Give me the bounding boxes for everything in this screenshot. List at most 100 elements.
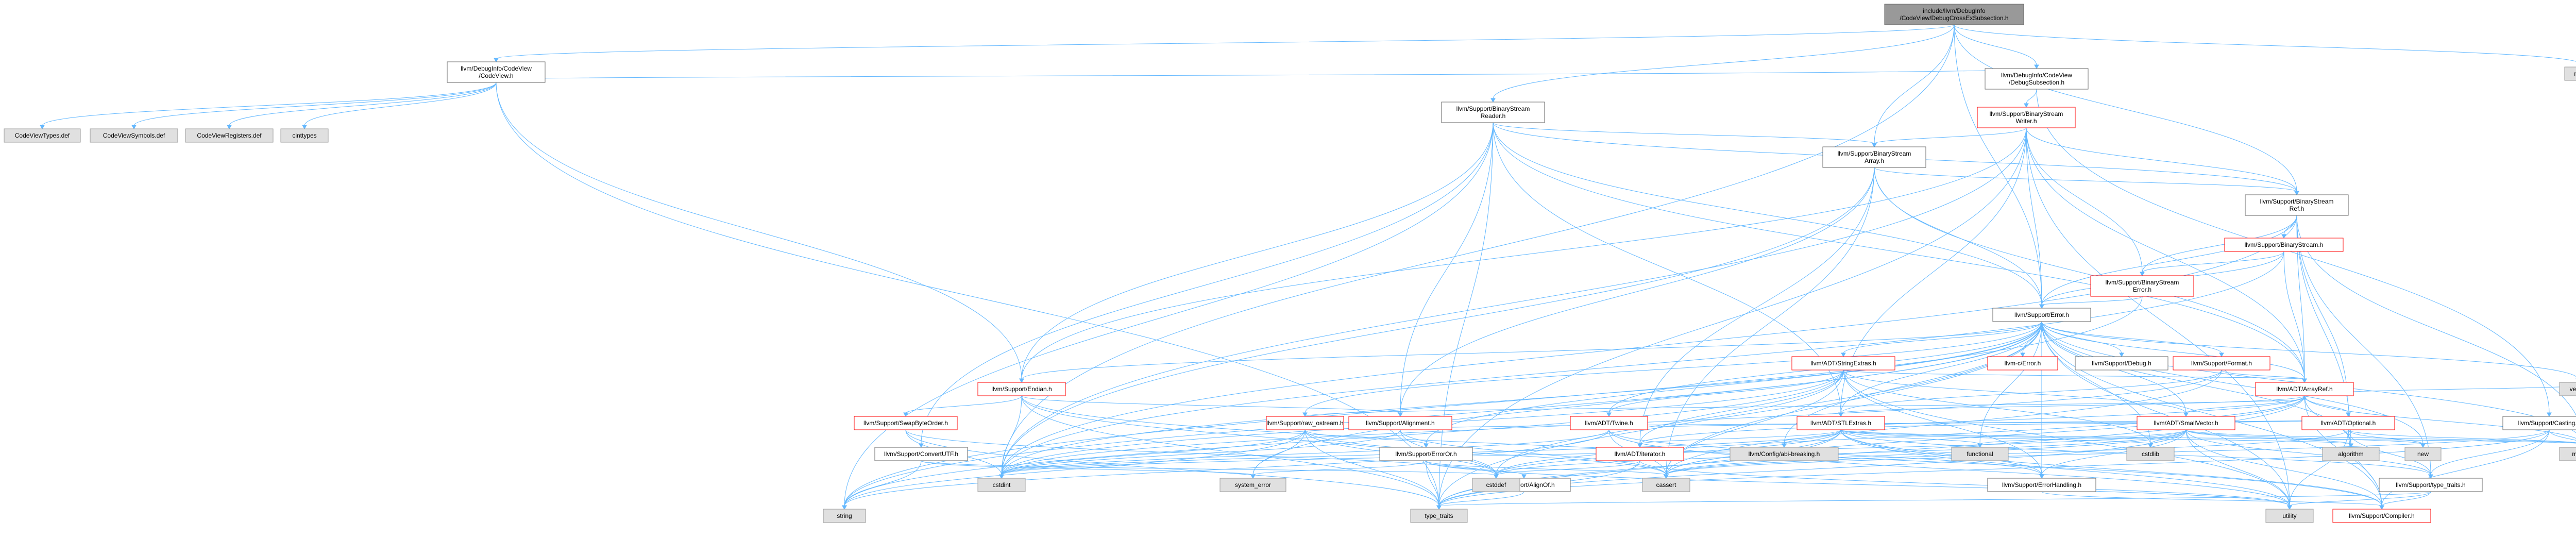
- edge-line: [2549, 429, 2576, 441]
- node-bs[interactable]: llvm/Support/BinaryStream.h: [2224, 238, 2344, 252]
- node-box: [1822, 146, 1926, 168]
- edge-line: [1001, 24, 1955, 476]
- edge-typetraits-std_type_traits: [1436, 491, 2431, 510]
- node-algorithm: algorithm: [2322, 447, 2380, 461]
- edge-line: [1438, 127, 2027, 507]
- edge-err-raw: [1302, 321, 2042, 417]
- node-cerror[interactable]: llvm-c/Error.h: [1987, 356, 2058, 371]
- edge-line: [2026, 127, 2297, 192]
- node-label: Array.h: [1865, 157, 1884, 164]
- edge-arrowhead: [227, 125, 232, 130]
- node-cv[interactable]: llvm/DebugInfo/CodeView/CodeView.h: [447, 61, 546, 83]
- edge-line: [1252, 460, 1427, 476]
- edge-line: [1840, 429, 2351, 445]
- edge-arrowhead: [2348, 443, 2353, 448]
- node-cstdlib: cstdlib: [2126, 447, 2175, 461]
- edge-arrowhead: [1436, 505, 1442, 510]
- edge-line: [2142, 251, 2284, 273]
- node-aref[interactable]: llvm/ADT/ArrayRef.h: [2255, 382, 2354, 396]
- node-compiler[interactable]: llvm/Support/Compiler.h: [2332, 509, 2431, 523]
- edge-smallvec-compiler: [2185, 429, 2384, 510]
- edge-arrowhead: [2420, 443, 2426, 448]
- edge-arrowhead: [2219, 352, 2224, 358]
- node-label: cstddef: [1486, 481, 1506, 489]
- edge-line: [2041, 321, 2122, 354]
- node-endian[interactable]: llvm/Support/Endian.h: [977, 382, 1066, 396]
- node-fmt[interactable]: llvm/Support/Format.h: [2173, 356, 2270, 371]
- node-cutf[interactable]: llvm/Support/ConvertUTF.h: [874, 447, 968, 461]
- node-root[interactable]: include/llvm/DebugInfo/CodeView/DebugCro…: [1884, 4, 2024, 25]
- node-box: [1992, 308, 2091, 322]
- node-box: [2255, 382, 2354, 396]
- node-label: llvm/ADT/Twine.h: [1585, 419, 1633, 427]
- edge-line: [1496, 429, 2187, 476]
- edge-typetraits-utility: [2287, 491, 2431, 510]
- edge-err-erroror: [1423, 321, 2042, 448]
- edge-line: [2026, 127, 2290, 507]
- node-casting[interactable]: llvm/Support/Casting.h: [2502, 416, 2576, 430]
- node-erroror[interactable]: llvm/Support/ErrorOr.h: [1379, 447, 1473, 461]
- node-raw[interactable]: llvm/Support/raw_ostream.h: [1266, 416, 1344, 430]
- node-box: [874, 447, 968, 461]
- edge-err-vector: [2041, 321, 2576, 380]
- node-box: [280, 128, 329, 143]
- node-dbg[interactable]: llvm/Support/Debug.h: [2075, 356, 2168, 371]
- edge-line: [1001, 215, 2297, 476]
- edge-cv-cvr: [227, 82, 497, 130]
- node-box: [1266, 416, 1344, 430]
- edge-arrowhead: [1606, 412, 1612, 417]
- node-cvs: CodeViewSymbols.def: [90, 128, 178, 143]
- edge-aref-optional: [2304, 395, 2351, 417]
- node-optional[interactable]: llvm/ADT/Optional.h: [2301, 416, 2395, 430]
- node-label: llvm-c/Error.h: [2005, 360, 2041, 367]
- node-smallvec[interactable]: llvm/ADT/SmallVector.h: [2137, 416, 2235, 430]
- node-box: [2075, 356, 2168, 371]
- edge-line: [1400, 122, 1494, 414]
- edge-arrowhead: [1872, 143, 1877, 148]
- node-errh[interactable]: llvm/Support/ErrorHandling.h: [1987, 478, 2096, 492]
- edge-line: [905, 429, 1439, 507]
- node-strext[interactable]: llvm/ADT/StringExtras.h: [1791, 356, 1895, 371]
- node-label: vector: [2570, 385, 2576, 393]
- edge-arrowhead: [1423, 443, 1429, 448]
- edge-line: [229, 82, 497, 126]
- node-sbo[interactable]: llvm/Support/SwapByteOrder.h: [854, 416, 958, 430]
- edge-strext-aref: [1843, 369, 2307, 383]
- edge-line: [1874, 167, 2042, 306]
- node-twine[interactable]: llvm/ADT/Twine.h: [1570, 416, 1648, 430]
- edge-bsa-bsref: [1874, 167, 2299, 196]
- node-err[interactable]: llvm/Support/Error.h: [1992, 308, 2091, 322]
- node-abi: llvm/Config/abi-breaking.h: [1730, 447, 1839, 461]
- node-label: CodeViewRegisters.def: [197, 132, 262, 139]
- edge-line: [1639, 429, 1841, 445]
- edge-line: [2026, 127, 2143, 273]
- edge-line: [1954, 24, 2042, 306]
- edge-arrowhead: [999, 474, 1004, 479]
- edge-line: [1438, 429, 1841, 507]
- edge-line: [2041, 321, 2222, 354]
- edge-bsa-align: [1398, 167, 1875, 417]
- node-label: llvm/Support/Alignment.h: [1366, 419, 1434, 427]
- node-stlext[interactable]: llvm/ADT/STLExtras.h: [1797, 416, 1885, 430]
- edge-line: [1608, 369, 1844, 414]
- edge-line: [1493, 122, 1841, 414]
- node-label: llvm/Support/Compiler.h: [2349, 512, 2414, 519]
- node-box: [1797, 416, 1885, 430]
- node-iter[interactable]: llvm/ADT/iterator.h: [1596, 447, 1684, 461]
- node-label: llvm/ADT/Optional.h: [2321, 419, 2376, 427]
- node-box: [1951, 447, 2009, 461]
- edge-bsw-bsa: [1872, 127, 2027, 148]
- node-dss[interactable]: llvm/DebugInfo/CodeView/DebugSubsection.…: [1985, 68, 2089, 90]
- node-align[interactable]: llvm/Support/Alignment.h: [1348, 416, 1452, 430]
- edge-bsref-bs: [2281, 215, 2297, 239]
- graph-nodes: include/llvm/DebugInfo/CodeView/DebugCro…: [4, 4, 2576, 523]
- node-label: llvm/ADT/StringExtras.h: [1810, 360, 1876, 367]
- edge-line: [496, 82, 1022, 380]
- edge-cutf-cstddef: [921, 460, 1499, 479]
- node-typetraits[interactable]: llvm/Support/type_traits.h: [2379, 478, 2483, 492]
